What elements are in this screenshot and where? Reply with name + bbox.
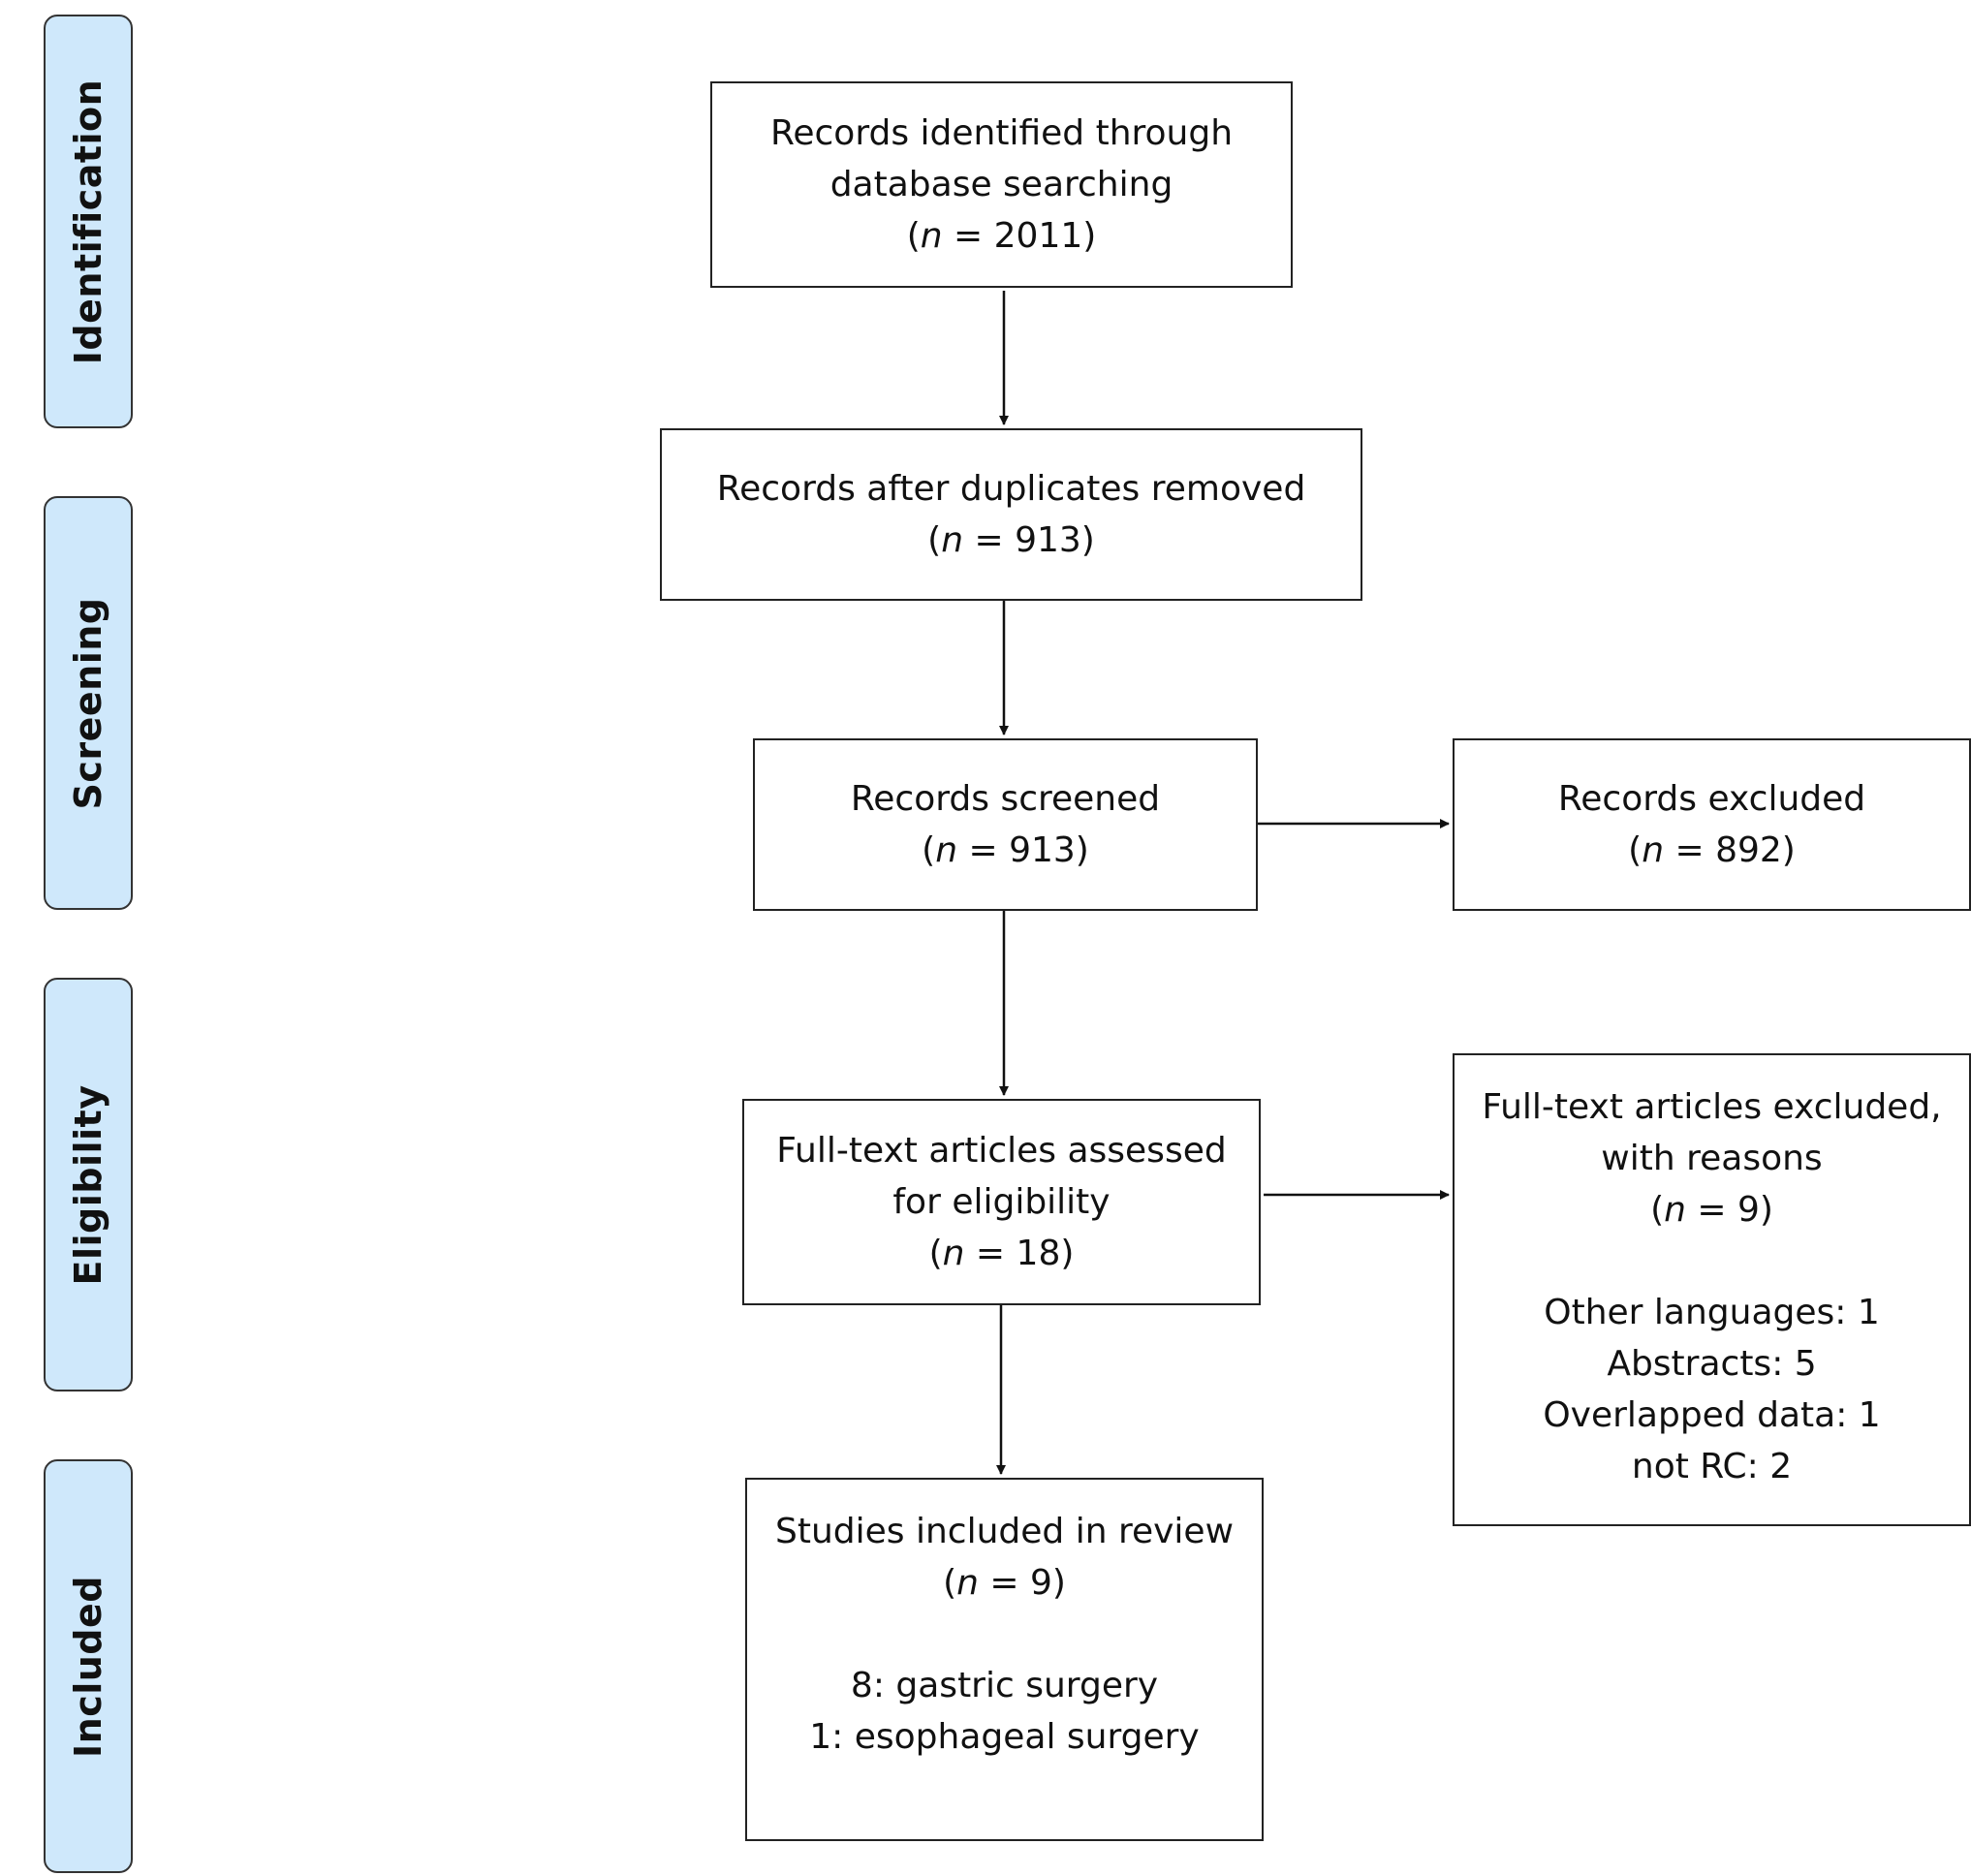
box-text-line: Records identified through	[769, 113, 1234, 153]
record-count: (n = 18)	[928, 1234, 1075, 1273]
box-text-line: Studies included in review	[774, 1512, 1235, 1551]
phase-label: Eligibility	[67, 1084, 110, 1285]
fulltext-excluded-box: Full-text articles excluded, with reason…	[1453, 1053, 1971, 1526]
record-count: (n = 9)	[1650, 1190, 1773, 1230]
records-screened-box: Records screened (n = 913)	[753, 738, 1258, 911]
phase-label: Identification	[67, 78, 110, 364]
box-text-line: Records after duplicates removed	[716, 469, 1306, 509]
records-deduplicated-box: Records after duplicates removed (n = 91…	[660, 428, 1362, 601]
phase-label: Included	[67, 1575, 110, 1758]
phase-eligibility: Eligibility	[44, 978, 133, 1391]
studies-included-box: Studies included in review (n = 9) 8: ga…	[745, 1478, 1264, 1841]
box-text-line: Records screened	[850, 779, 1161, 819]
records-identified-box: Records identified through database sear…	[710, 81, 1293, 288]
box-text-line: for eligibility	[892, 1182, 1111, 1222]
phase-label: Screening	[67, 596, 110, 810]
records-excluded-box: Records excluded (n = 892)	[1453, 738, 1971, 911]
phase-included: Included	[44, 1459, 133, 1873]
exclusion-reason: Other languages: 1	[1544, 1293, 1880, 1332]
exclusion-reason: Abstracts: 5	[1607, 1344, 1817, 1384]
box-text-line: Full-text articles excluded,	[1482, 1087, 1942, 1127]
box-text-line: database searching	[829, 165, 1173, 204]
box-text-line: Records excluded	[1557, 779, 1866, 819]
included-detail: 1: esophageal surgery	[809, 1717, 1200, 1757]
record-count: (n = 892)	[1628, 830, 1796, 870]
exclusion-reason: Overlapped data: 1	[1543, 1395, 1881, 1435]
record-count: (n = 2011)	[906, 216, 1097, 256]
exclusion-reason: not RC: 2	[1631, 1447, 1793, 1486]
box-text-line: Full-text articles assessed	[776, 1131, 1227, 1171]
phase-screening: Screening	[44, 496, 133, 910]
box-text-line: with reasons	[1601, 1139, 1823, 1178]
record-count: (n = 913)	[927, 520, 1095, 560]
record-count: (n = 913)	[922, 830, 1089, 870]
record-count: (n = 9)	[943, 1563, 1066, 1603]
phase-identification: Identification	[44, 15, 133, 428]
included-detail: 8: gastric surgery	[850, 1666, 1159, 1705]
fulltext-assessed-box: Full-text articles assessed for eligibil…	[742, 1099, 1261, 1305]
